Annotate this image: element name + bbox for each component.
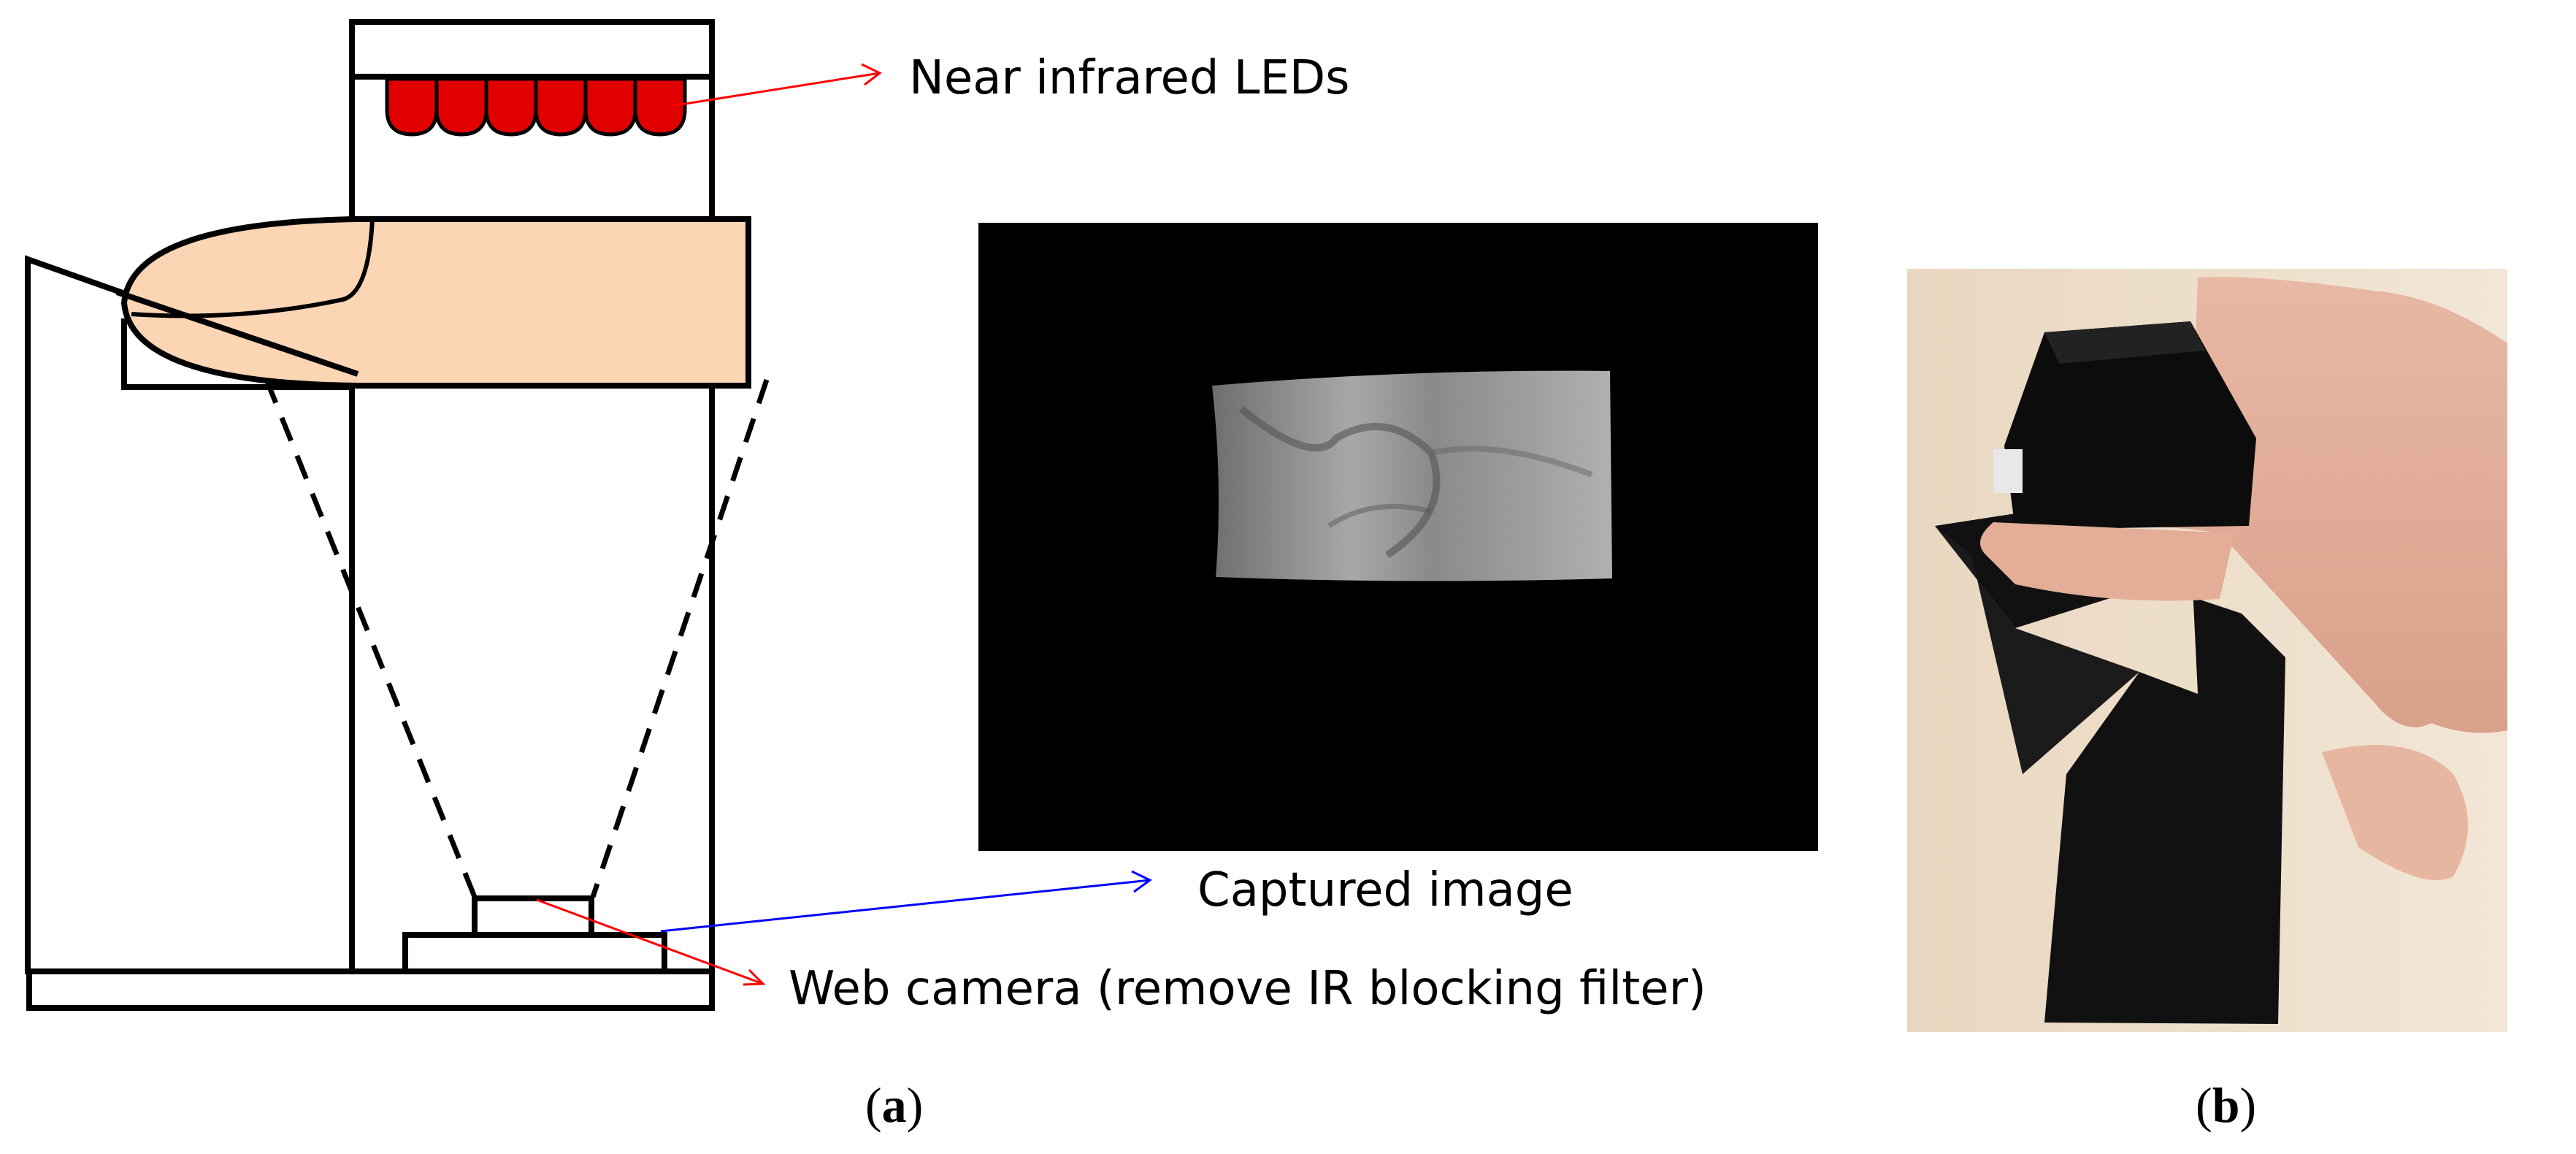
device-photo: [1907, 269, 2507, 1032]
led-icon: [385, 77, 439, 137]
leds-label: Near infrared LEDs: [909, 51, 1350, 105]
web-camera-label: Web camera (remove IR blocking filter): [789, 962, 1706, 1016]
base-plate: [26, 968, 715, 1011]
camera-base: [402, 932, 667, 974]
led-icon: [633, 77, 687, 137]
led-icon: [434, 77, 488, 137]
leds-arrow: [671, 72, 881, 107]
camera-arrow: [536, 898, 764, 985]
annotation-arrows: [536, 63, 1152, 986]
camera-lens: [472, 895, 594, 938]
led-icon: [534, 77, 588, 137]
near-infrared-leds: [385, 77, 687, 137]
schematic-diagram: [25, 19, 715, 1011]
caption-b: (b): [2196, 1077, 2256, 1133]
main-column: [349, 19, 715, 974]
captured-image: [978, 223, 1818, 851]
led-icon: [583, 77, 637, 137]
caption-a: (a): [865, 1077, 923, 1133]
finger-shape: [115, 216, 751, 389]
captured-image-label: Captured image: [1197, 863, 1573, 917]
camera-field-of-view: [264, 378, 770, 898]
led-icon: [484, 77, 538, 137]
captured-arrow: [660, 879, 1151, 933]
